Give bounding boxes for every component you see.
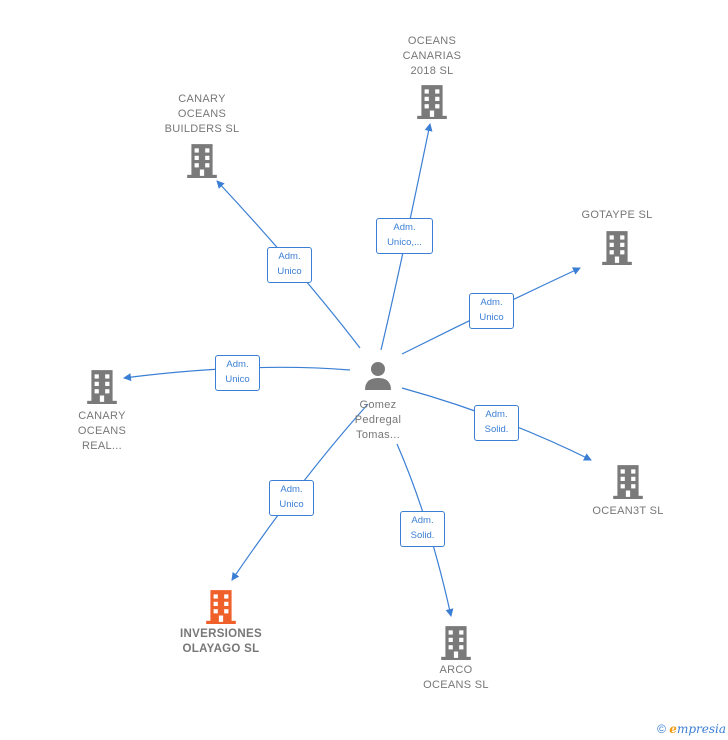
company-label-canary-builders: CANARY OCEANS BUILDERS SL bbox=[164, 93, 240, 135]
building-icon bbox=[602, 231, 632, 265]
building-icon bbox=[441, 626, 471, 660]
company-label-canary-real: CANARY OCEANS REAL... bbox=[77, 410, 127, 452]
company-node-ocean3t[interactable]: OCEAN3T SL bbox=[583, 463, 673, 519]
company-node-inversiones[interactable]: INVERSIONES OLAYAGO SL bbox=[166, 588, 276, 657]
company-node-oceans-canarias[interactable]: OCEANS CANARIAS 2018 SL bbox=[392, 34, 472, 119]
company-node-canary-real[interactable]: CANARY OCEANS REAL... bbox=[62, 368, 142, 454]
relation-label-oceans-canarias[interactable]: Adm. Unico,... bbox=[376, 218, 433, 254]
relation-label-gotaype[interactable]: Adm. Unico bbox=[469, 293, 514, 329]
company-node-gotaype[interactable]: GOTAYPE SL bbox=[572, 208, 662, 265]
footer-brand: © empresia bbox=[657, 722, 726, 736]
person-icon bbox=[365, 362, 391, 390]
relation-label-canary-real[interactable]: Adm. Unico bbox=[215, 355, 260, 391]
relation-label-canary-builders[interactable]: Adm. Unico bbox=[267, 247, 312, 283]
brand-e: e bbox=[669, 722, 677, 736]
company-node-arco[interactable]: ARCO OCEANS SL bbox=[416, 624, 496, 693]
company-label-oceans-canarias: OCEANS CANARIAS 2018 SL bbox=[402, 35, 462, 77]
person-name: Gomez Pedregal Tomas... bbox=[354, 399, 402, 441]
building-icon bbox=[187, 144, 217, 178]
copyright-symbol: © bbox=[657, 722, 666, 736]
building-icon bbox=[417, 85, 447, 119]
relation-label-arco[interactable]: Adm. Solid. bbox=[400, 511, 445, 547]
building-icon bbox=[87, 370, 117, 404]
company-label-gotaype: GOTAYPE SL bbox=[581, 209, 653, 221]
company-label-arco: ARCO OCEANS SL bbox=[423, 664, 489, 691]
building-icon bbox=[613, 465, 643, 499]
relation-label-inversiones[interactable]: Adm. Unico bbox=[269, 480, 314, 516]
company-label-inversiones: INVERSIONES OLAYAGO SL bbox=[180, 628, 262, 655]
company-label-ocean3t: OCEAN3T SL bbox=[592, 505, 664, 517]
brand-name: empresia bbox=[669, 722, 726, 736]
building-icon bbox=[206, 590, 236, 624]
brand-rest: mpresia bbox=[676, 722, 726, 736]
relation-label-ocean3t[interactable]: Adm. Solid. bbox=[474, 405, 519, 441]
company-node-canary-builders[interactable]: CANARY OCEANS BUILDERS SL bbox=[162, 92, 242, 178]
person-node[interactable]: Gomez Pedregal Tomas... bbox=[338, 360, 418, 443]
